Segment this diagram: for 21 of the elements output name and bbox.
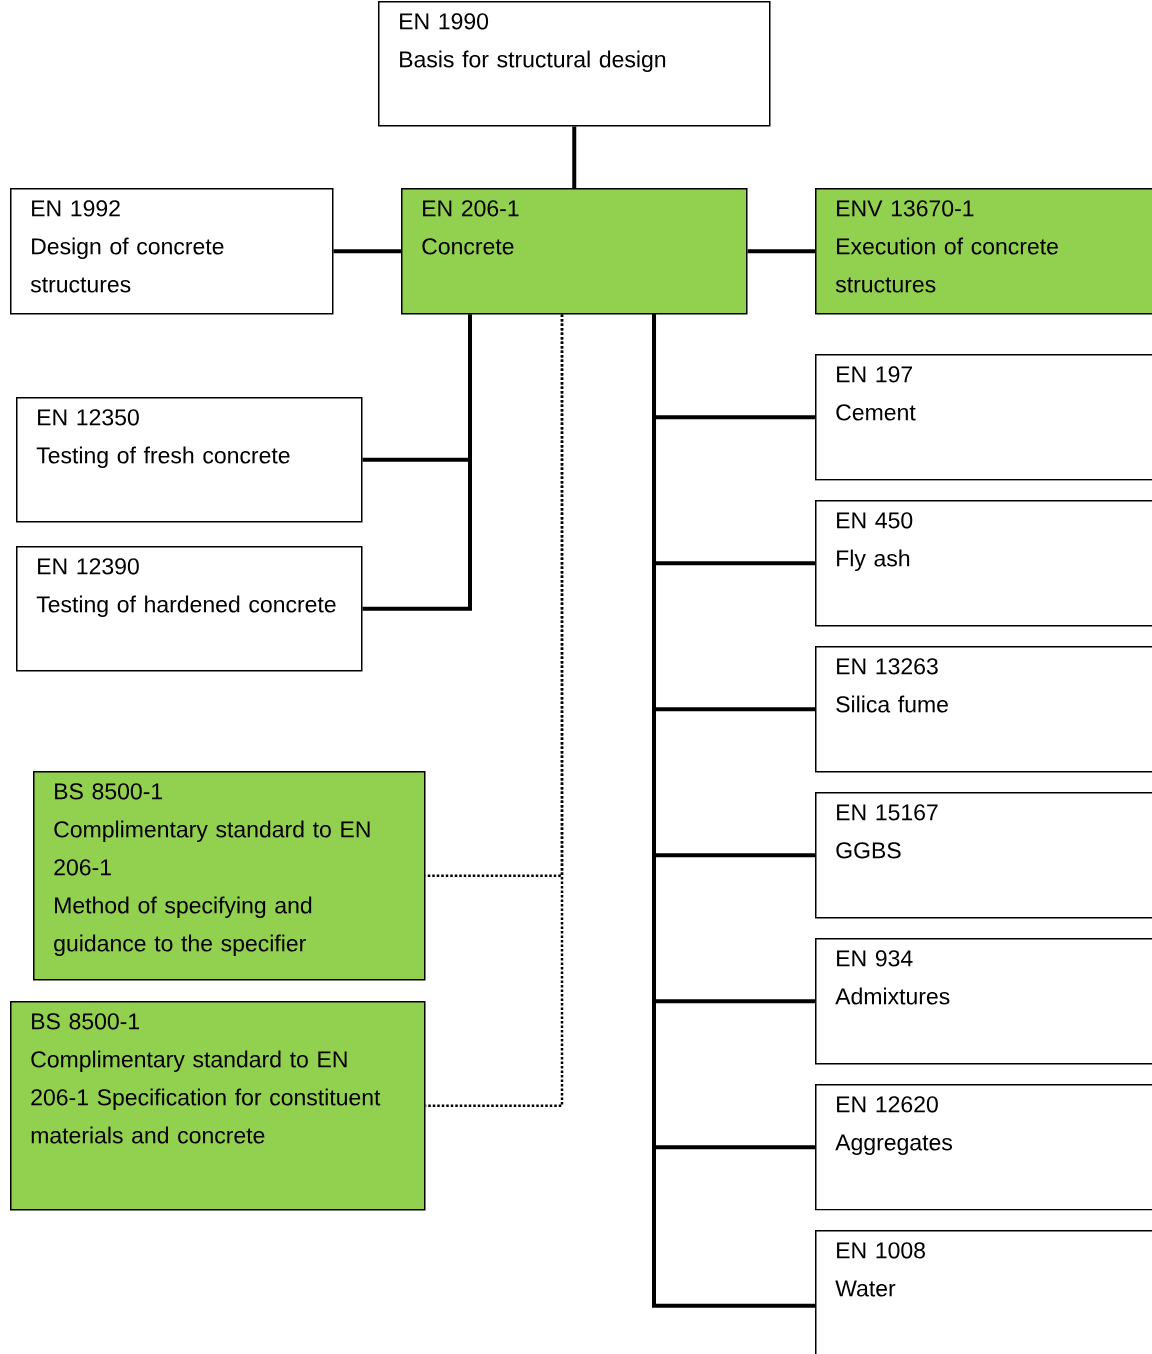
standard-box: EN 12390 Testing of hardened concrete: [16, 546, 363, 672]
standard-box: EN 12350 Testing of fresh concrete: [16, 397, 363, 523]
standard-box: EN 12620 Aggregates: [815, 1084, 1152, 1211]
standard-box: EN 1992 Design of concrete structures: [10, 188, 334, 315]
standard-box: BS 8500-1 Complimentary standard to EN 206-1 Method of specifying and guidance to the specifier: [33, 771, 426, 981]
standard-box: EN 1008 Water: [815, 1230, 1152, 1354]
connector-line: [425, 314, 564, 1107]
connector-line: [652, 314, 815, 1308]
standard-box: EN 13263 Silica fume: [815, 646, 1152, 773]
connector-line: [333, 249, 401, 254]
standard-box: EN 934 Admixtures: [815, 938, 1152, 1065]
standard-box: EN 197 Cement: [815, 354, 1152, 481]
standard-box: EN 15167 GGBS: [815, 792, 1152, 919]
connector-line: [362, 314, 472, 611]
connector-line: [572, 126, 577, 188]
standard-box: EN 206-1 Concrete: [401, 188, 748, 315]
standard-box: BS 8500-1 Complimentary standard to EN 206-1 Specification for constituent materials and concrete: [10, 1001, 426, 1211]
standard-box: ENV 13670-1 Execution of concrete structures: [815, 188, 1152, 315]
standard-box: EN 450 Fly ash: [815, 500, 1152, 627]
standard-box: EN 1990 Basis for structural design: [378, 1, 771, 127]
connector-line: [747, 249, 815, 254]
